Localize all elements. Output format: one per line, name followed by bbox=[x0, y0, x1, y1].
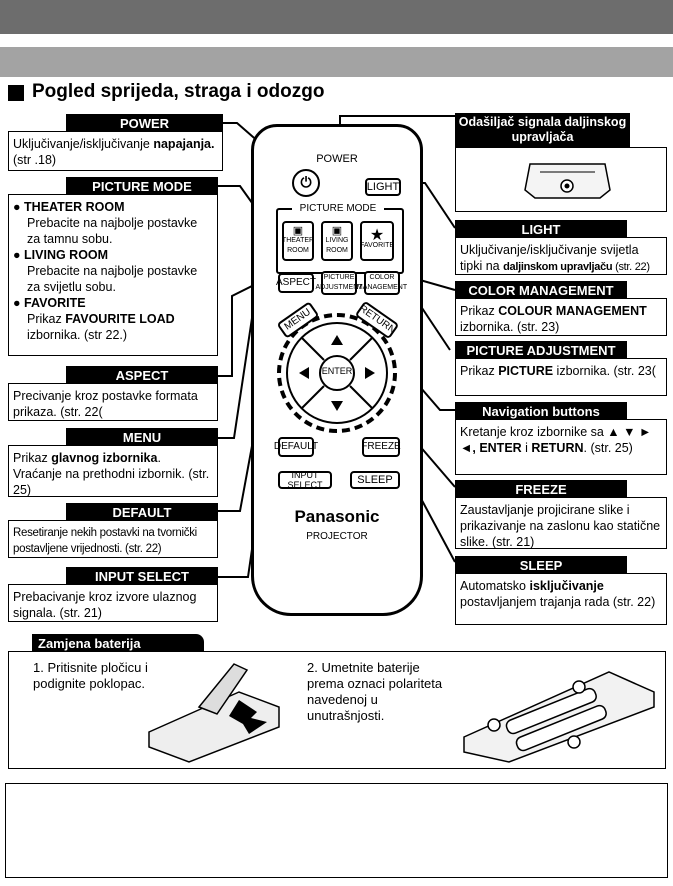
battery-callout: 1. Pritisnite pločicu i podignite poklop… bbox=[8, 651, 666, 769]
navigation-callout-title: Navigation buttons bbox=[455, 402, 627, 420]
color-management-callout-title: COLOR MANAGEMENT bbox=[455, 281, 627, 299]
light-callout: Uključivanje/isključivanje svijetla tipk… bbox=[455, 237, 667, 275]
power-button[interactable]: ⏻ bbox=[292, 169, 320, 197]
up-arrow-icon bbox=[331, 335, 343, 345]
theater-room-button[interactable]: ▣THEATER ROOM bbox=[282, 221, 314, 261]
section-marker bbox=[8, 85, 24, 101]
transmitter-image-box bbox=[455, 147, 667, 212]
left-arrow-icon bbox=[299, 367, 309, 379]
navigation-callout: Kretanje kroz izbornike sa ▲ ▼ ► ◄, ENTE… bbox=[455, 419, 667, 475]
power-callout: Uključivanje/isključivanje napajanja. (s… bbox=[8, 131, 223, 171]
brand-logo: Panasonic bbox=[294, 507, 380, 526]
sleep-callout: Automatsko isključivanje postavljanjem t… bbox=[455, 573, 667, 625]
battery-step-2: 2. Umetnite baterije prema oznaci polari… bbox=[307, 660, 443, 723]
living-room-desc: Prebacite na najbolje postavke za svijet… bbox=[27, 264, 198, 294]
default-button[interactable]: DEFAULT bbox=[274, 437, 318, 457]
input-select-button[interactable]: INPUT SELECT bbox=[278, 470, 332, 490]
theater-room-desc: Prebacite na najbolje postavke za tamnu … bbox=[27, 216, 198, 246]
picture-mode-callout-title: PICTURE MODE bbox=[66, 177, 218, 195]
favorite-label: ● FAVORITE bbox=[13, 296, 86, 310]
favorite-button[interactable]: ★FAVORITE bbox=[360, 221, 394, 261]
remote-top-view-image bbox=[524, 163, 611, 199]
living-room-label: ● LIVING ROOM bbox=[13, 248, 109, 262]
freeze-button[interactable]: FREEZE bbox=[361, 437, 401, 457]
living-room-button[interactable]: ▣LIVING ROOM bbox=[321, 221, 353, 261]
freeze-callout: Zaustavljanje projicirane slike i prikaz… bbox=[455, 497, 667, 549]
color-management-button[interactable]: COLOR MANAGEMENT bbox=[357, 271, 407, 295]
power-label: POWER bbox=[316, 153, 358, 165]
living-icon: ▣ bbox=[331, 225, 343, 237]
sleep-button[interactable]: SLEEP bbox=[350, 471, 400, 489]
transmitter-callout-title: Odašiljač signala daljinskog upravljača bbox=[455, 113, 630, 147]
power-desc: Uključivanje/isključivanje bbox=[13, 137, 154, 151]
menu-callout: Prikaz glavnog izbornika. Vraćanje na pr… bbox=[8, 445, 218, 497]
living-room-button-label: LIVING ROOM bbox=[325, 237, 349, 254]
sleep-callout-title: SLEEP bbox=[455, 556, 627, 574]
picture-adjustment-callout: Prikaz PICTURE izbornika. (str. 23( bbox=[455, 358, 667, 396]
power-desc-bold: napajanja. bbox=[153, 137, 215, 151]
sub-header-bar bbox=[0, 47, 673, 77]
freeze-callout-title: FREEZE bbox=[455, 480, 627, 498]
aspect-callout-title: ASPECT bbox=[66, 366, 218, 384]
section-title: Pogled sprijeda, straga i odozgo bbox=[32, 81, 325, 102]
light-button[interactable]: LIGHT bbox=[365, 178, 401, 196]
default-callout-title: DEFAULT bbox=[66, 503, 218, 521]
picture-mode-label: PICTURE MODE bbox=[292, 203, 384, 214]
aspect-callout: Precivanje kroz postavke formata prikaza… bbox=[8, 383, 218, 421]
aspect-button[interactable]: ASPECT bbox=[276, 273, 316, 293]
down-arrow-icon bbox=[331, 401, 343, 411]
theater-icon: ▣ bbox=[292, 225, 304, 237]
favorite-desc: Prikaz FAVOURITE LOAD izbornika. (str 22… bbox=[27, 312, 175, 342]
color-management-callout: Prikaz COLOUR MANAGEMENT izbornika. (str… bbox=[455, 298, 667, 336]
right-arrow-icon bbox=[365, 367, 375, 379]
battery-cover-illustration bbox=[148, 663, 280, 763]
input-select-callout-title: INPUT SELECT bbox=[66, 567, 218, 585]
enter-button[interactable]: ENTER bbox=[321, 366, 353, 376]
power-page-ref: (str .18) bbox=[13, 153, 57, 167]
remote-control-body: POWER ⏻ LIGHT PICTURE MODE ▣THEATER ROOM… bbox=[251, 124, 423, 616]
picture-mode-callout: ● THEATER ROOM Prebacite na najbolje pos… bbox=[8, 194, 218, 356]
model-label: PROJECTOR bbox=[306, 531, 368, 542]
favorite-button-label: FAVORITE bbox=[359, 242, 395, 249]
picture-adjustment-button[interactable]: PICTURE ADJUSTMENT bbox=[315, 271, 363, 295]
star-icon: ★ bbox=[369, 227, 385, 244]
battery-step-1: 1. Pritisnite pločicu i podignite poklop… bbox=[33, 660, 148, 691]
light-callout-title: LIGHT bbox=[455, 220, 627, 238]
navigation-pad bbox=[277, 313, 397, 433]
theater-room-button-label: THEATER ROOM bbox=[281, 237, 315, 254]
notes-box bbox=[5, 783, 668, 878]
menu-callout-title: MENU bbox=[66, 428, 218, 446]
theater-room-label: ● THEATER ROOM bbox=[13, 200, 125, 214]
top-header-bar bbox=[0, 0, 673, 34]
default-callout: Resetiranje nekih postavki na tvornički … bbox=[8, 520, 218, 558]
battery-insert-illustration bbox=[463, 671, 655, 763]
input-select-callout: Prebacivanje kroz izvore ulaznog signala… bbox=[8, 584, 218, 622]
picture-adjustment-callout-title: PICTURE ADJUSTMENT bbox=[455, 341, 627, 359]
battery-callout-title: Zamjena baterija bbox=[32, 634, 204, 652]
power-callout-title: POWER bbox=[66, 114, 223, 132]
